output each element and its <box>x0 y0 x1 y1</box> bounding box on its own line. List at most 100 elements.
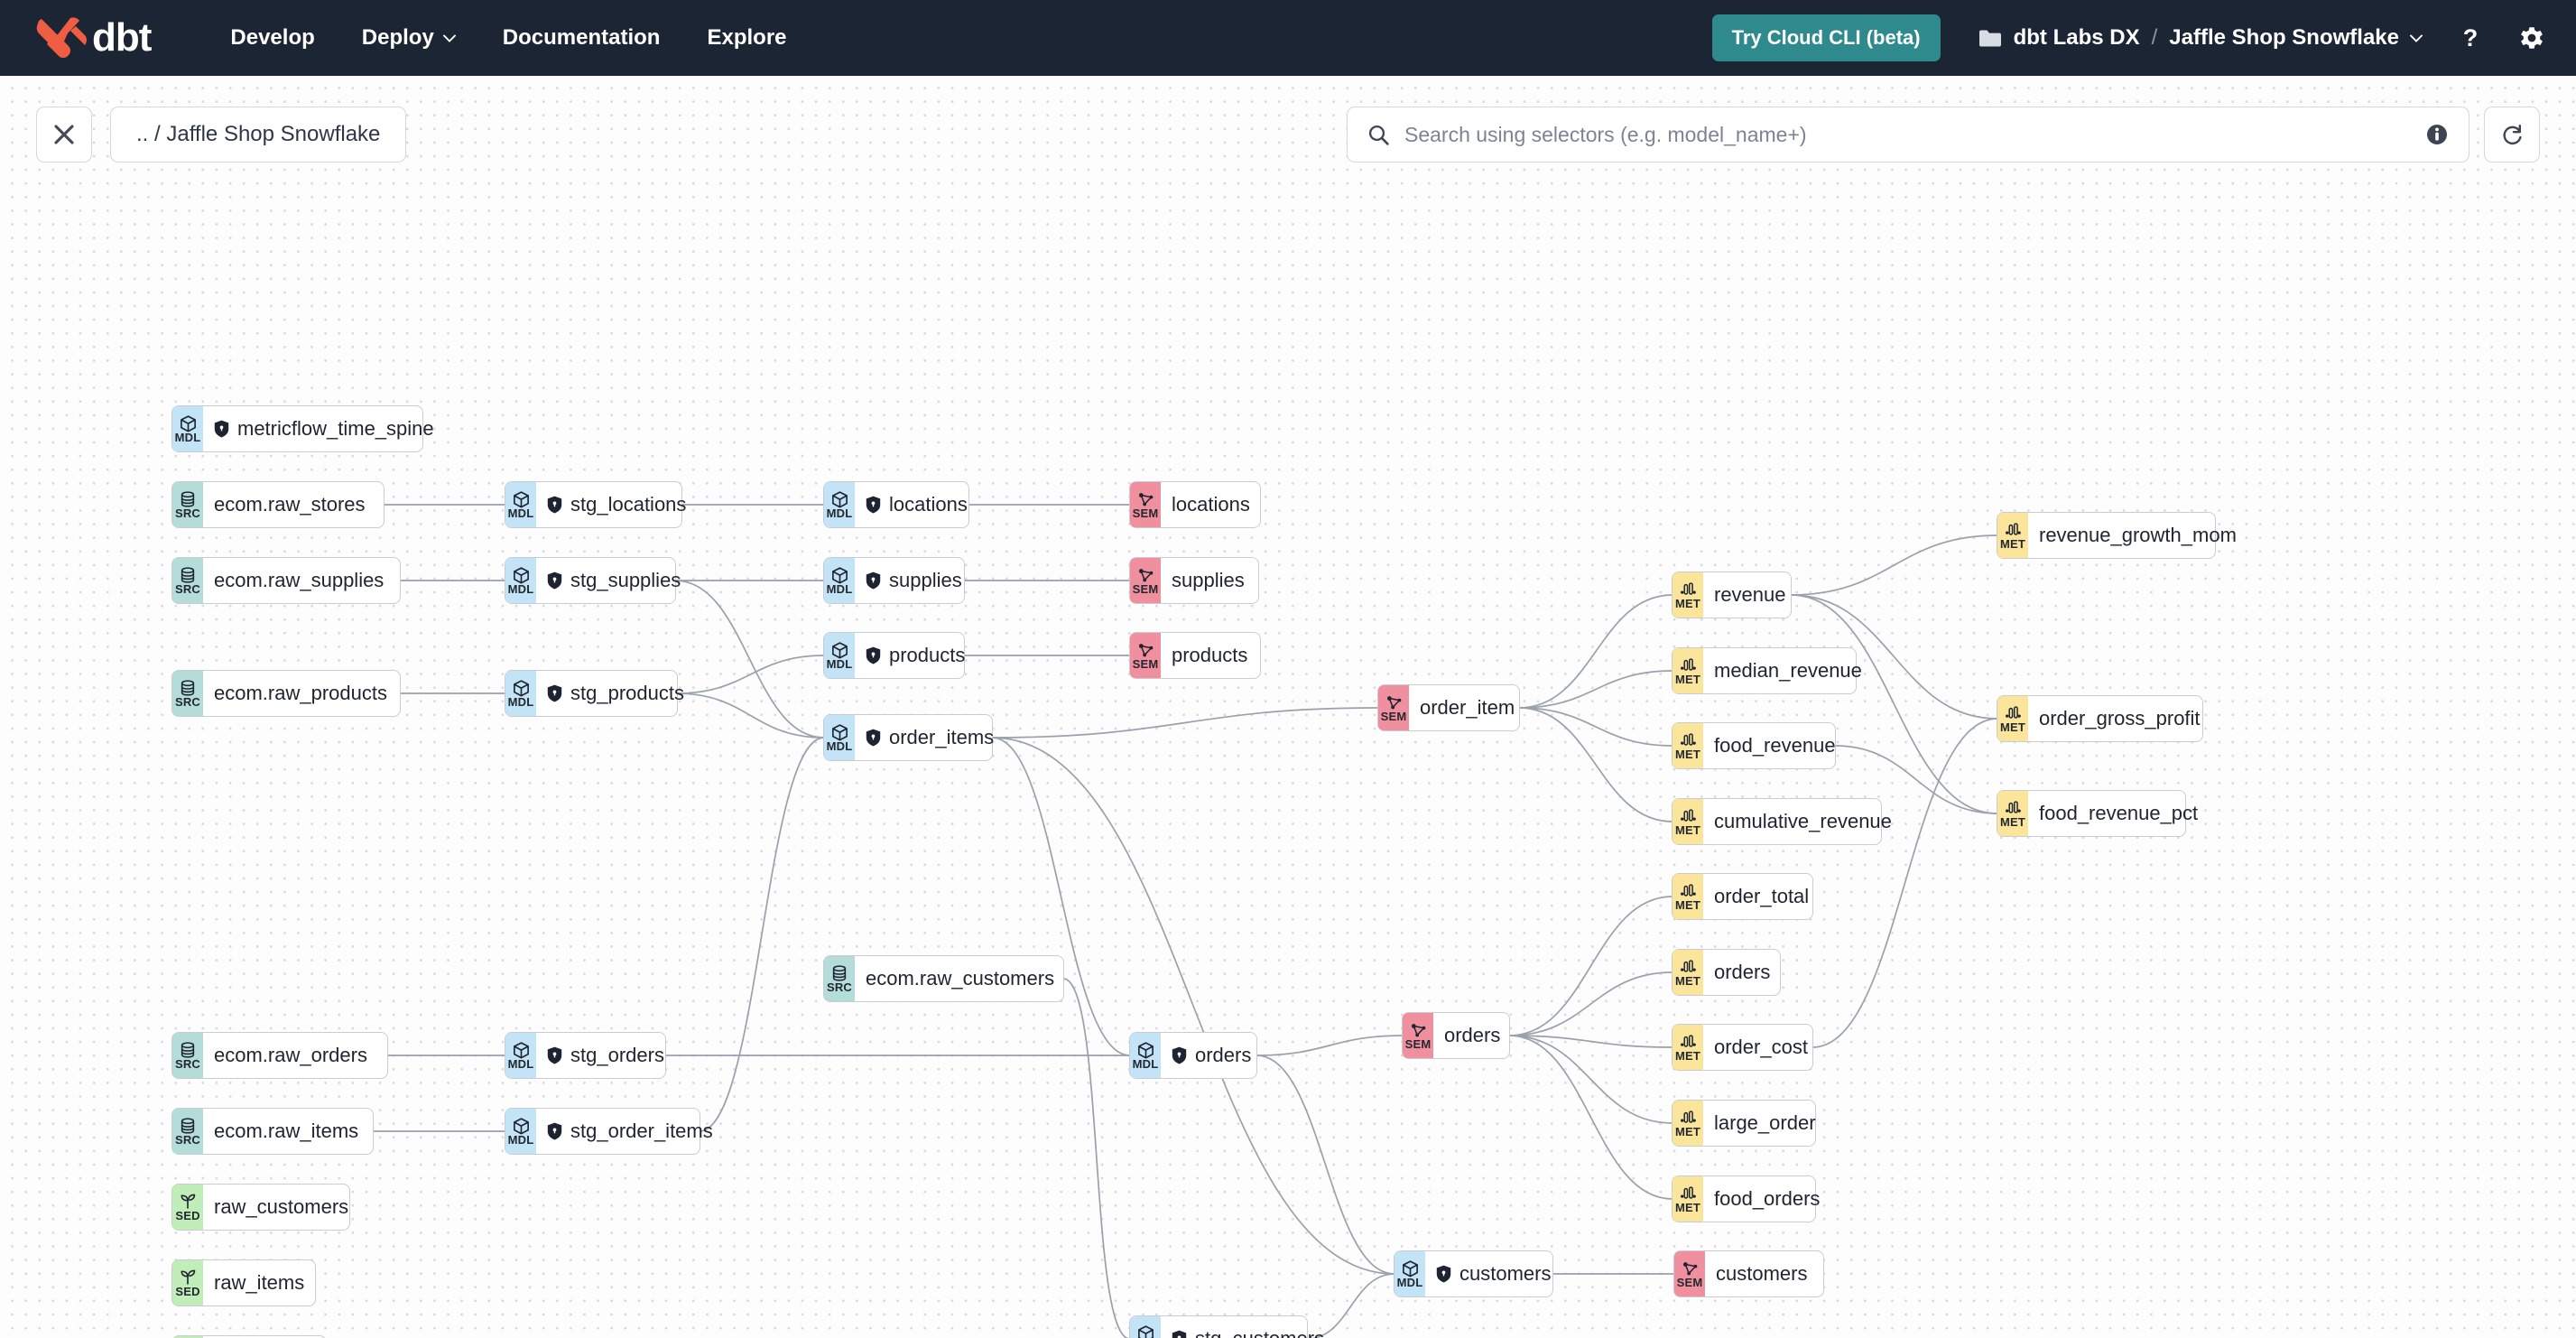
node-body: revenue <box>1703 572 1799 618</box>
gear-icon[interactable] <box>2518 24 2545 51</box>
node-type-badge-sed: SED <box>172 1185 203 1230</box>
network-icon <box>1681 1261 1700 1277</box>
node-label: stg_orders <box>570 1044 664 1066</box>
node-label: order_items <box>889 726 995 748</box>
nav-item-deploy[interactable]: Deploy <box>362 25 456 51</box>
nav-item-explore[interactable]: Explore <box>707 25 786 51</box>
node-type-label: MET <box>1674 973 1701 988</box>
lineage-edge <box>1518 707 1673 822</box>
node-label: ecom.raw_supplies <box>214 569 385 591</box>
node-type-badge-sem: SEM <box>1378 685 1409 730</box>
selector-search-box[interactable] <box>1347 107 2469 163</box>
node-body: customers <box>1425 1251 1563 1296</box>
node-type-badge-met: MET <box>1673 1176 1703 1222</box>
node-type-badge-met: MET <box>1673 572 1703 618</box>
refresh-graph-button[interactable] <box>2484 107 2540 163</box>
nav-item-develop[interactable]: Develop <box>230 25 314 51</box>
protected-shield-icon <box>214 420 229 438</box>
node-type-label: MET <box>1674 672 1701 686</box>
lineage-edge <box>991 737 1395 1275</box>
node-label: ecom.raw_products <box>214 682 387 704</box>
bar-chart-icon <box>1679 809 1697 824</box>
dbt-logo[interactable]: dbt <box>36 15 152 60</box>
cube-icon <box>512 1041 531 1059</box>
node-body: raw_customers <box>203 1185 361 1230</box>
try-cloud-cli-button[interactable]: Try Cloud CLI (beta) <box>1711 14 1941 61</box>
nav-item-documentation[interactable]: Documentation <box>503 25 661 51</box>
node-body: order_item <box>1409 685 1527 730</box>
lineage-edge <box>1508 1035 1673 1124</box>
node-body: food_revenue_pct <box>2028 791 2210 836</box>
seedling-icon <box>179 1269 197 1286</box>
graph-breadcrumb-pill[interactable]: .. / Jaffle Shop Snowflake <box>110 107 407 163</box>
node-body: locations <box>855 482 980 527</box>
node-body: stg_supplies <box>536 558 693 603</box>
chevron-down-icon <box>442 34 456 42</box>
lineage-edges <box>372 504 1998 1338</box>
node-type-badge-src: SRC <box>172 1109 203 1154</box>
node-type-badge-sem: SEM <box>1674 1251 1705 1296</box>
node-label: orders <box>1195 1044 1252 1066</box>
close-lineage-button[interactable] <box>36 107 92 163</box>
lineage-edge <box>1062 978 1130 1338</box>
refresh-icon <box>2503 124 2522 144</box>
info-icon[interactable] <box>2425 123 2449 146</box>
node-type-label: MET <box>1674 897 1701 912</box>
node-body: food_orders <box>1703 1176 1832 1222</box>
nav-label-deploy: Deploy <box>361 25 434 50</box>
account-name[interactable]: dbt Labs DX <box>2013 25 2140 50</box>
node-type-badge-met: MET <box>1673 1101 1703 1146</box>
help-question-mark-icon[interactable]: ? <box>2459 24 2482 51</box>
search-input[interactable] <box>1404 122 2425 147</box>
node-label: supplies <box>889 569 962 591</box>
node-body: locations <box>1161 482 1263 527</box>
lineage-edge <box>1790 534 1998 596</box>
node-body: raw_items <box>203 1260 317 1305</box>
project-selector[interactable]: Jaffle Shop Snowflake <box>2169 25 2423 51</box>
bar-chart-icon <box>1679 1110 1697 1126</box>
node-label: metricflow_time_spine <box>237 417 434 440</box>
